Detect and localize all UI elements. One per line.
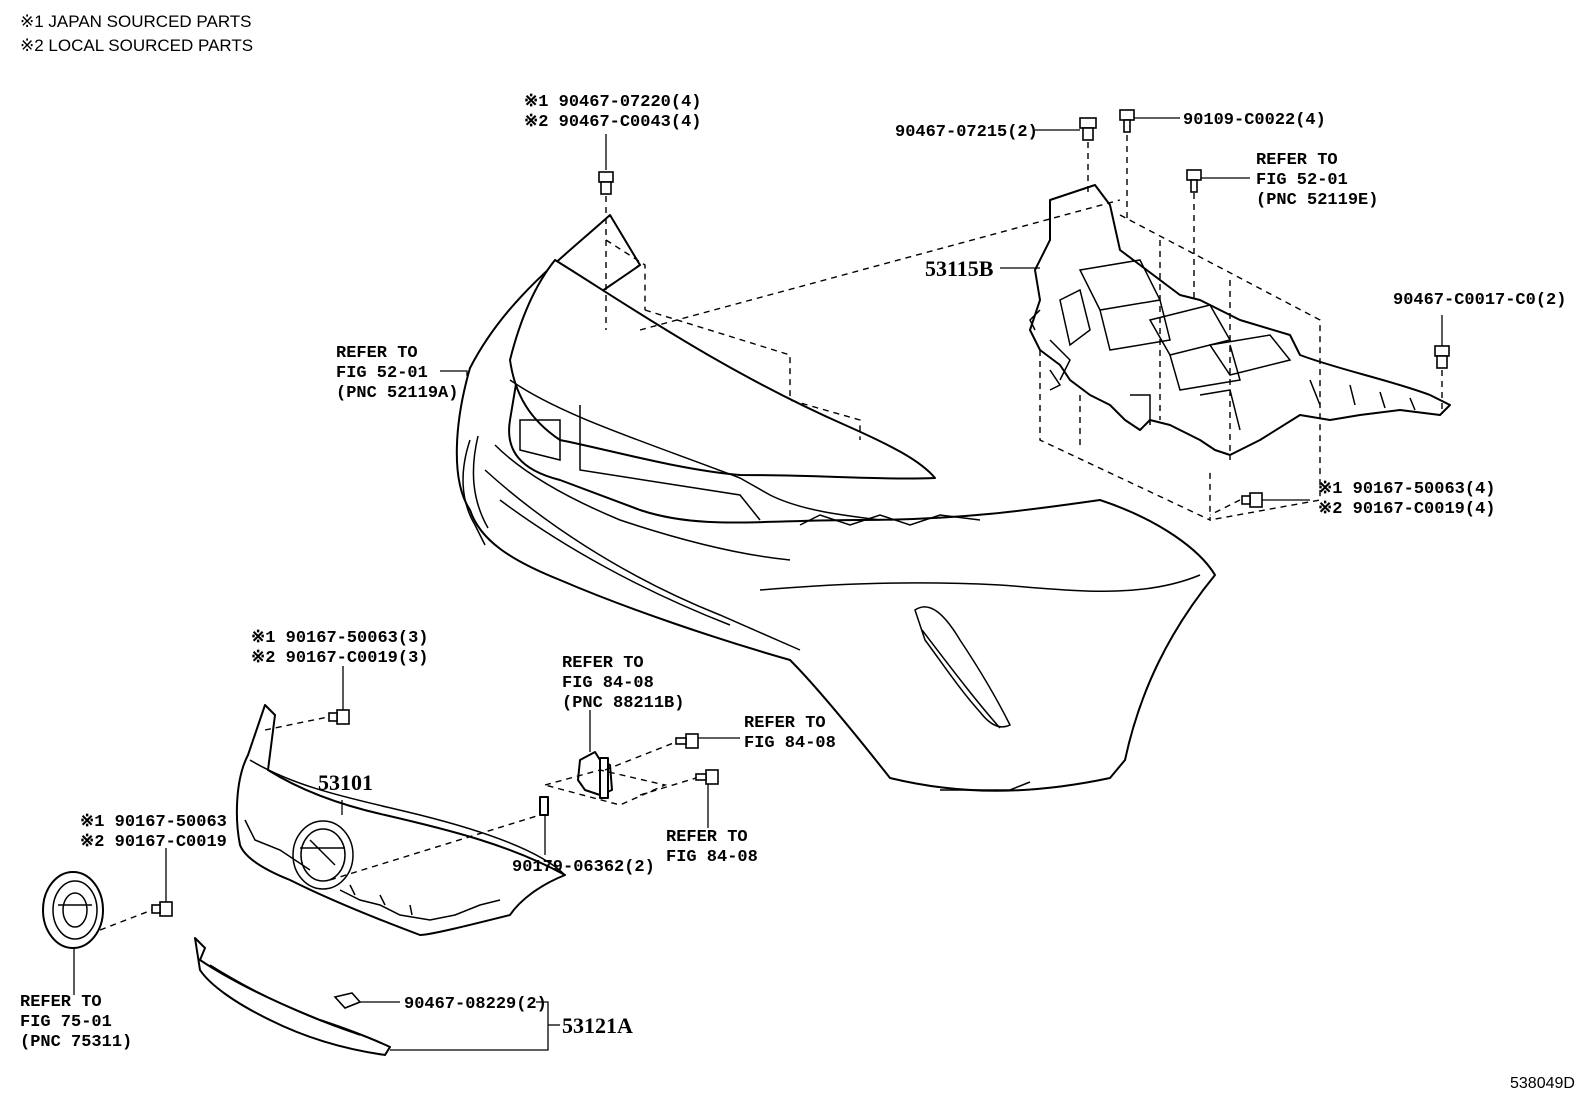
label-nut-grille-japan: ※1 90167-50063(3)	[251, 629, 428, 648]
dashed-guide-lines	[99, 135, 1443, 931]
clip-icon	[1434, 345, 1450, 369]
legend-local-sourced: ※2 LOCAL SOURCED PARTS	[20, 36, 254, 55]
front-bumper-cover	[455, 214, 1216, 792]
front-emblem	[42, 871, 104, 949]
label-refer-84-08-b-line1: REFER TO	[562, 654, 644, 673]
label-top-clip-local: ※2 90467-C0043(4)	[524, 113, 701, 132]
label-refer-84-08-r2-line2: FIG 84-08	[666, 848, 758, 867]
leader-lines	[73, 117, 1443, 1051]
label-refer-84-08-r2-line1: REFER TO	[666, 828, 748, 847]
clip-icon	[333, 992, 362, 1009]
label-refer-52-01-a-line3: (PNC 52119A)	[336, 384, 458, 403]
label-refer-52-01-e-line2: FIG 52-01	[1256, 171, 1348, 190]
lower-grille-53121a	[194, 937, 391, 1056]
nut-icon	[151, 901, 173, 917]
label-refer-84-08-b-line2: FIG 84-08	[562, 674, 654, 693]
radiator-grille-53101	[235, 704, 566, 936]
label-refer-52-01-e-line3: (PNC 52119E)	[1256, 191, 1378, 210]
nut-icon	[1241, 492, 1263, 508]
label-refer-52-01-a-line2: FIG 52-01	[336, 364, 428, 383]
bolt-icon	[675, 733, 699, 749]
label-refer-84-08-r1-line1: REFER TO	[744, 714, 826, 733]
label-top-clip-japan: ※1 90467-07220(4)	[524, 93, 701, 112]
label-nut-right-japan: ※1 90167-50063(4)	[1318, 480, 1495, 499]
label-refer-75-01-line2: FIG 75-01	[20, 1013, 112, 1032]
label-nut-emblem-local: ※2 90167-C0019	[80, 833, 227, 852]
figure-id: 538049D	[1510, 1075, 1575, 1092]
label-nut-emblem-japan: ※1 90167-50063	[80, 813, 227, 832]
label-retainer-53115b: 53115B	[925, 256, 994, 281]
label-bolt-c0022: 90109-C0022(4)	[1183, 111, 1326, 130]
label-refer-52-01-a-line1: REFER TO	[336, 344, 418, 363]
clip-icon	[598, 171, 614, 195]
label-clip-08229: 90467-08229(2)	[404, 995, 547, 1014]
label-clip-07215: 90467-07215(2)	[895, 123, 1038, 142]
clip-icon	[1079, 117, 1097, 141]
sensor-bracket	[539, 751, 613, 816]
nut-icon	[328, 709, 350, 725]
label-refer-84-08-r1-line2: FIG 84-08	[744, 734, 836, 753]
label-clip-c0017: 90467-C0017-C0(2)	[1393, 291, 1566, 310]
label-nut-grille-local: ※2 90167-C0019(3)	[251, 649, 428, 668]
label-nut-right-local: ※2 90167-C0019(4)	[1318, 500, 1495, 519]
bumper-retainer-53115b	[1029, 184, 1451, 456]
bolt-icon	[695, 769, 719, 785]
label-refer-75-01-line3: (PNC 75311)	[20, 1033, 132, 1052]
label-refer-84-08-b-line3: (PNC 88211B)	[562, 694, 684, 713]
bolt-icon	[1186, 169, 1202, 193]
label-grille-53101: 53101	[318, 770, 373, 795]
legend-japan-sourced: ※1 JAPAN SOURCED PARTS	[20, 12, 252, 31]
label-refer-52-01-e-line1: REFER TO	[1256, 151, 1338, 170]
bolt-icon	[1119, 109, 1135, 133]
label-clip-06362: 90179-06362(2)	[512, 858, 655, 877]
label-lower-grille-53121a: 53121A	[562, 1013, 633, 1038]
label-refer-75-01-line1: REFER TO	[20, 993, 102, 1012]
